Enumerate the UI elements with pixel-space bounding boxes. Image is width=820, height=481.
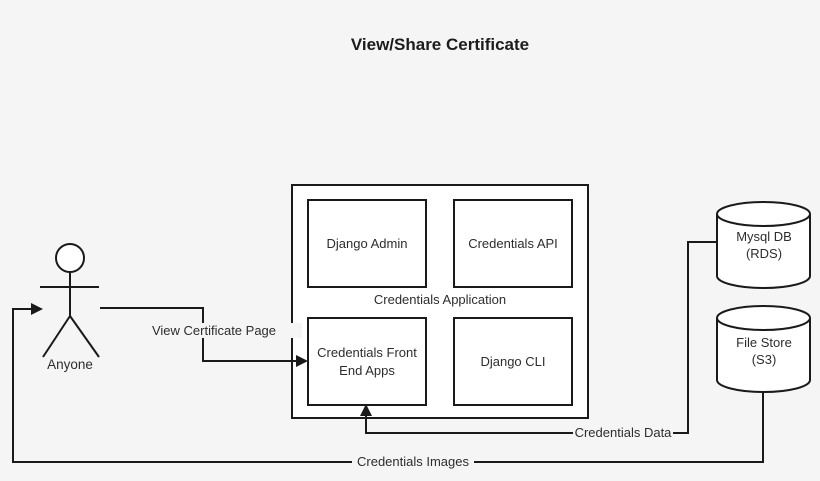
cylinder-body	[716, 318, 811, 393]
actor-label: Anyone	[47, 357, 93, 372]
connector-credentials-data	[365, 241, 717, 434]
diagram-title: View/Share Certificate	[350, 35, 530, 54]
credentials-application-label: Credentials Application	[373, 292, 507, 307]
connection-label-credentials-images: Credentials Images	[352, 454, 474, 469]
cylinder-top	[716, 201, 811, 227]
node-label: Django Admin	[326, 235, 408, 251]
node-django-cli: Django CLI	[453, 317, 573, 406]
actor-figure	[40, 243, 100, 358]
datastore-label-file-store: File Store (S3)	[736, 335, 792, 367]
node-label: Django CLI	[480, 353, 546, 369]
node-credentials-api: Credentials API	[453, 199, 573, 288]
node-credentials-front-end-apps: Credentials Front End Apps	[307, 317, 427, 406]
node-label: Credentials Front End Apps	[317, 344, 417, 378]
node-label: Credentials API	[468, 235, 558, 251]
connection-label-credentials-data: Credentials Data	[573, 425, 673, 440]
node-django-admin: Django Admin	[307, 199, 427, 288]
cylinder-top	[716, 305, 811, 331]
actor-legs	[42, 315, 100, 358]
arrowhead-into-anyone	[31, 303, 43, 315]
arrowhead-into-front-end-apps	[296, 355, 308, 367]
connection-label-view-certificate-page: View Certificate Page	[126, 323, 302, 338]
connector-credentials-images	[12, 308, 764, 463]
datastore-label-mysql-db: Mysql DB (RDS)	[736, 229, 792, 261]
cylinder-body	[716, 214, 811, 289]
actor-head	[55, 243, 85, 273]
arrowhead-up-into-front-end-apps	[360, 404, 372, 416]
cylinder-file-store	[716, 305, 811, 393]
cylinder-mysql-db	[716, 201, 811, 289]
